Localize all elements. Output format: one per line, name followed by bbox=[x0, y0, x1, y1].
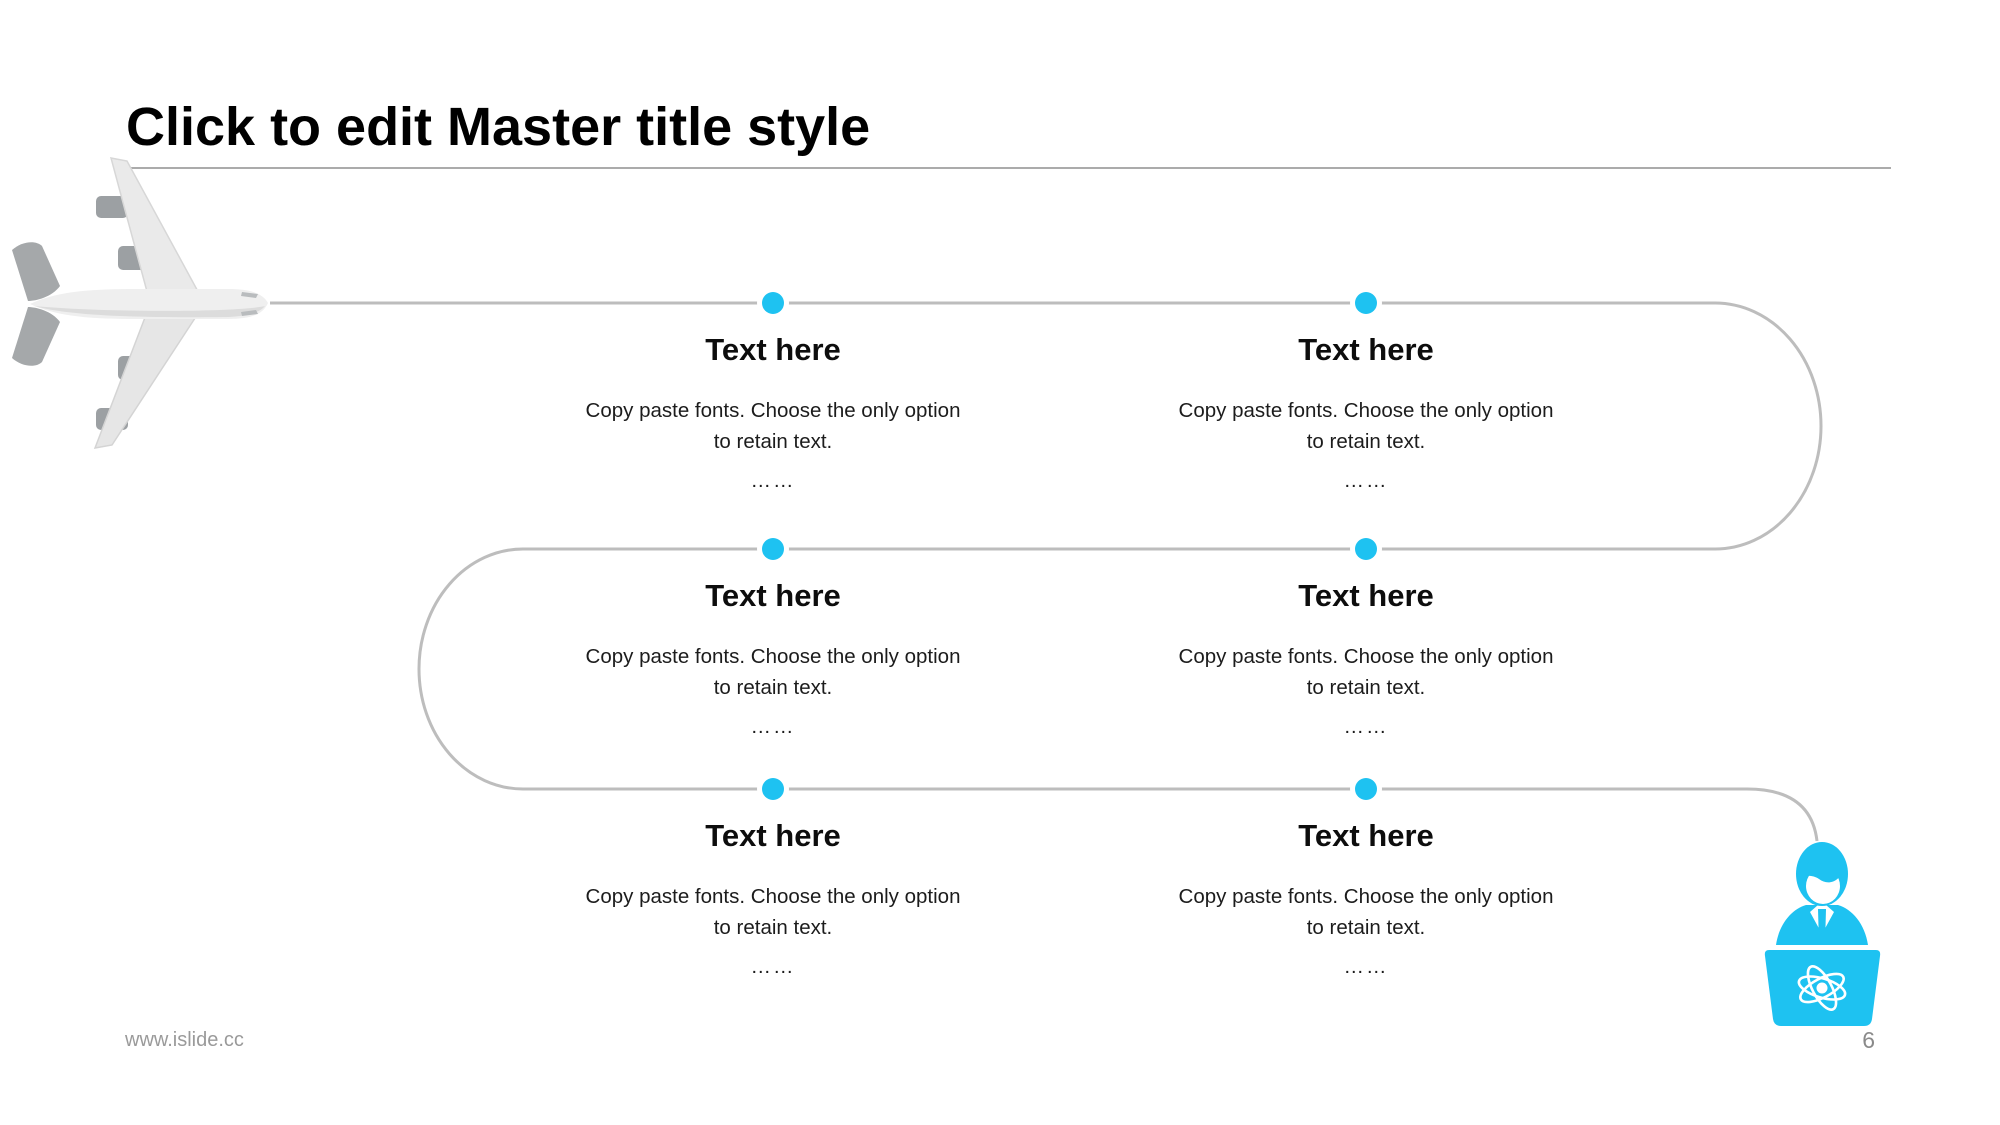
milestone-ellipsis: …… bbox=[1343, 469, 1389, 492]
milestone-body-line: Copy paste fonts. Choose the only option bbox=[585, 645, 961, 668]
milestone-body: Copy paste fonts. Choose the only option… bbox=[1126, 881, 1606, 943]
milestone-dot bbox=[1355, 538, 1377, 560]
page-title: Click to edit Master title style bbox=[126, 97, 871, 157]
milestone-dot bbox=[762, 292, 784, 314]
milestone-title: Text here bbox=[1298, 578, 1434, 613]
milestone-title: Text here bbox=[705, 332, 841, 367]
milestone-ellipsis: …… bbox=[750, 955, 796, 978]
timeline-path bbox=[270, 301, 1823, 842]
milestone-body: Copy paste fonts. Choose the only option… bbox=[533, 881, 1013, 943]
milestone-title: Text here bbox=[705, 578, 841, 613]
milestone-body: Copy paste fonts. Choose the only option… bbox=[1126, 395, 1606, 457]
airplane-icon bbox=[12, 157, 268, 449]
milestone-body: Copy paste fonts. Choose the only option… bbox=[533, 395, 1013, 457]
milestone-title: Text here bbox=[1298, 818, 1434, 853]
milestone-body-line: Copy paste fonts. Choose the only option bbox=[1178, 399, 1554, 422]
milestone-dot bbox=[762, 538, 784, 560]
milestone-ellipsis: …… bbox=[750, 469, 796, 492]
milestone-body-line: Copy paste fonts. Choose the only option bbox=[585, 885, 961, 908]
milestone-item: Text here Copy paste fonts. Choose the o… bbox=[533, 789, 1013, 982]
milestone-item: Text here Copy paste fonts. Choose the o… bbox=[1126, 549, 1606, 742]
milestone-item: Text here Copy paste fonts. Choose the o… bbox=[533, 549, 1013, 742]
milestone-body-line: Copy paste fonts. Choose the only option bbox=[585, 399, 961, 422]
milestone-body-line: Copy paste fonts. Choose the only option bbox=[1178, 645, 1554, 668]
milestone-item: Text here Copy paste fonts. Choose the o… bbox=[1126, 789, 1606, 982]
milestone-item: Text here Copy paste fonts. Choose the o… bbox=[533, 303, 1013, 496]
milestone-body-line: Copy paste fonts. Choose the only option bbox=[1178, 885, 1554, 908]
milestone-body: Copy paste fonts. Choose the only option… bbox=[1126, 641, 1606, 703]
milestone-body-line: to retain text. bbox=[1306, 916, 1426, 939]
atom-icon bbox=[1797, 965, 1847, 1011]
milestone-dot bbox=[1355, 292, 1377, 314]
title-underline bbox=[126, 167, 1891, 169]
milestone-dot bbox=[762, 778, 784, 800]
milestone-body-line: to retain text. bbox=[713, 916, 833, 939]
milestone-ellipsis: …… bbox=[1343, 715, 1389, 738]
milestone-ellipsis: …… bbox=[1343, 955, 1389, 978]
footer-url: www.islide.cc bbox=[125, 1029, 244, 1051]
page-number: 6 bbox=[1862, 1027, 1875, 1053]
milestone-dot bbox=[1355, 778, 1377, 800]
milestone-body-line: to retain text. bbox=[1306, 676, 1426, 699]
milestone-body-line: to retain text. bbox=[713, 676, 833, 699]
milestone-body-line: to retain text. bbox=[1306, 430, 1426, 453]
milestone-title: Text here bbox=[705, 818, 841, 853]
milestone-item: Text here Copy paste fonts. Choose the o… bbox=[1126, 303, 1606, 496]
milestone-body: Copy paste fonts. Choose the only option… bbox=[533, 641, 1013, 703]
milestone-title: Text here bbox=[1298, 332, 1434, 367]
milestone-ellipsis: …… bbox=[750, 715, 796, 738]
milestone-body-line: to retain text. bbox=[713, 430, 833, 453]
milestone-dots bbox=[757, 287, 1382, 805]
presenter-podium-icon bbox=[1764, 842, 1881, 1026]
